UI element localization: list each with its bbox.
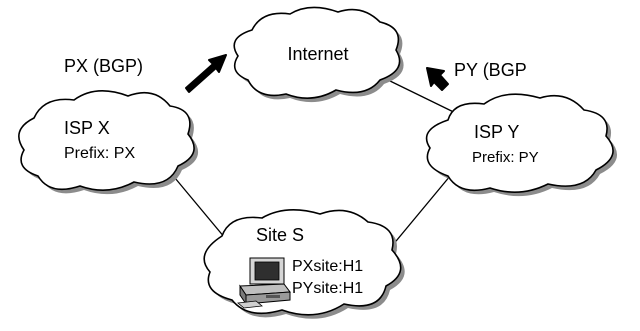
site-s-cloud: Site S PXsite:H1 PYsite:H1 <box>203 209 405 319</box>
isp-x-cloud: ISP X Prefix: PX <box>18 90 199 195</box>
site-s-address-px: PXsite:H1 <box>292 258 363 275</box>
isp-x-name: ISP X <box>64 118 110 138</box>
px-bgp-label: PX (BGP) <box>64 56 143 76</box>
isp-x-prefix: Prefix: PX <box>64 145 135 162</box>
internet-cloud: Internet <box>233 6 404 103</box>
isp-y-name: ISP Y <box>474 122 519 142</box>
computer-icon <box>237 257 291 309</box>
py-bgp-label: PY (BGP <box>454 60 527 80</box>
site-s-address-py: PYsite:H1 <box>292 280 363 297</box>
arrow-py-announcement <box>426 67 449 91</box>
isp-y-cloud: ISP Y Prefix: PY <box>425 93 618 197</box>
arrow-px-announcement <box>185 54 227 93</box>
site-s-name: Site S <box>256 225 304 245</box>
isp-y-prefix: Prefix: PY <box>472 149 539 166</box>
internet-label: Internet <box>287 44 348 64</box>
